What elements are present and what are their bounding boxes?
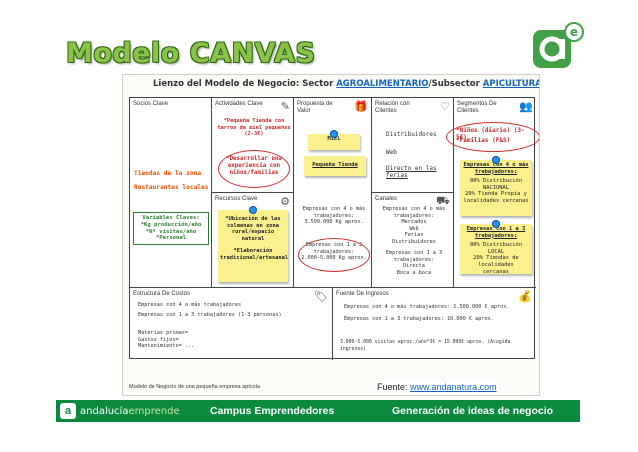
note-distribuidores: Distribuidores (386, 131, 437, 138)
canvas-grid: Socios Clave Actividades Clave ✎ Recurso… (129, 97, 539, 360)
note-ninos: *Niños (diario) (3-5€) (456, 127, 525, 141)
factory-icon: ⚙ (280, 196, 290, 208)
block-fuente-ingresos: Fuente De Ingresos 💰 (336, 291, 532, 303)
push-pin-icon (250, 207, 256, 213)
block-estructura-costos: Estructura De Costos 🏷 (130, 288, 333, 360)
note-costos-1: Empresas con 4 o más trabajadores (138, 302, 242, 308)
block-actividades-clave: Actividades Clave ✎ (212, 98, 294, 193)
note-canales-2: Empresas con 1 a 3 trabajadores: Directa… (385, 250, 443, 276)
push-pin-icon (493, 157, 499, 163)
footer-campus: Campus Emprendedores (210, 405, 335, 417)
note-pequena-tienda: *Pequeña Tienda con tarros de miel peque… (217, 118, 291, 137)
sticky-segmento-1: Empresas con 4 o más trabajadores: 80% D… (460, 157, 532, 216)
note-prop-emp1: Empresas con 4 o más trabajadores: 3.500… (302, 206, 366, 225)
source-credit: Fuente: www.andanatura.com (375, 382, 499, 392)
truck-icon: ⛟ (436, 195, 450, 207)
canvas-sector: AGROALIMENTARIO (336, 79, 429, 89)
note-directo-ferias: Directo en las ferias (386, 165, 437, 179)
push-pin-icon (331, 131, 337, 137)
note-web: Web (386, 149, 397, 156)
note-costos-2: Empresas con 1 a 3 trabajadores (1-3 per… (138, 312, 282, 318)
note-ingresos-2: Empresas con 1 a 3 trabajadores: 10.000 … (344, 316, 494, 322)
business-model-canvas: Lienzo del Modelo de Negocio: Sector AGR… (122, 74, 540, 396)
canvas-footnote: Modelo de Negocio de una pequeña empresa… (129, 384, 260, 390)
svg-text:e: e (570, 25, 578, 39)
sticky-miel: MIEL (308, 131, 360, 150)
note-familias: *Familias (F&S) (456, 137, 511, 144)
ellipse-experiencia (218, 150, 290, 188)
slide-title: Modelo CANVAS (66, 38, 316, 69)
price-tag-icon: 🏷 (314, 291, 328, 303)
ellipse-segmentos (446, 122, 539, 152)
note-tiendas-zona: Tiendas de la zona (134, 170, 202, 177)
andalucia-emprende-logo: e (530, 22, 586, 72)
sticky-pequena-tienda: Pequeña Tienda (304, 156, 366, 176)
sticky-recursos: *Ubicación de las colmenas en zona rural… (218, 207, 288, 282)
heart-icon: ♡ (440, 101, 450, 113)
money-bag-icon: 💰 (518, 291, 532, 303)
note-restaurantes: Restaurantes locales (134, 184, 209, 191)
note-canales-1: Empresas con 4 o más trabajadores: Merca… (382, 206, 446, 245)
note-variables-claves: Variables Claves: *Kg producción/año *Nº… (133, 212, 209, 246)
ellipse-prop-emp2 (298, 238, 370, 272)
block-segmentos-clientes: Segmentos De Clientes 👥 (454, 98, 536, 288)
gift-icon: 🎁 (354, 101, 368, 113)
footer-generation: Generación de ideas de negocio (392, 405, 554, 417)
note-prop-emp2: Empresas con 1 a 3 trabajadores: 2.000-5… (301, 242, 367, 261)
sticky-segmento-2: Empresas con 1 a 3 trabajadores: 80% Dis… (460, 221, 532, 275)
users-icon: 👥 (519, 101, 533, 113)
checklist-icon: ✎ (280, 101, 290, 113)
canvas-subsector: APICULTURA (482, 79, 540, 89)
block-canales: Canales ⛟ (372, 193, 454, 288)
push-pin-icon (493, 221, 499, 227)
brand-a-icon: a (60, 403, 76, 419)
block-recursos-clave: Recursos Clave ⚙ (212, 193, 294, 288)
footer-bar: a andalucíaemprende Campus Emprendedores… (56, 400, 580, 422)
note-costos-3: Materias primas= Gastos fijos= Mantenimi… (138, 330, 195, 349)
note-experiencia: *Desarrollar una experiencia con niños/f… (226, 156, 282, 176)
note-ingresos-3: 3.000-5.000 visitas aprox./año*3€ = 15.0… (340, 340, 511, 352)
block-socios-clave: Socios Clave (130, 98, 212, 288)
note-ingresos-1: Empresas con 4 o más trabajadores: 1.500… (344, 304, 510, 310)
canvas-header: Lienzo del Modelo de Negocio: Sector AGR… (153, 79, 540, 89)
block-propuesta-valor: Propuesta de Valor 🎁 (294, 98, 372, 288)
footer-brand: a andalucíaemprende (56, 403, 206, 419)
source-link[interactable]: www.andanatura.com (410, 382, 497, 392)
